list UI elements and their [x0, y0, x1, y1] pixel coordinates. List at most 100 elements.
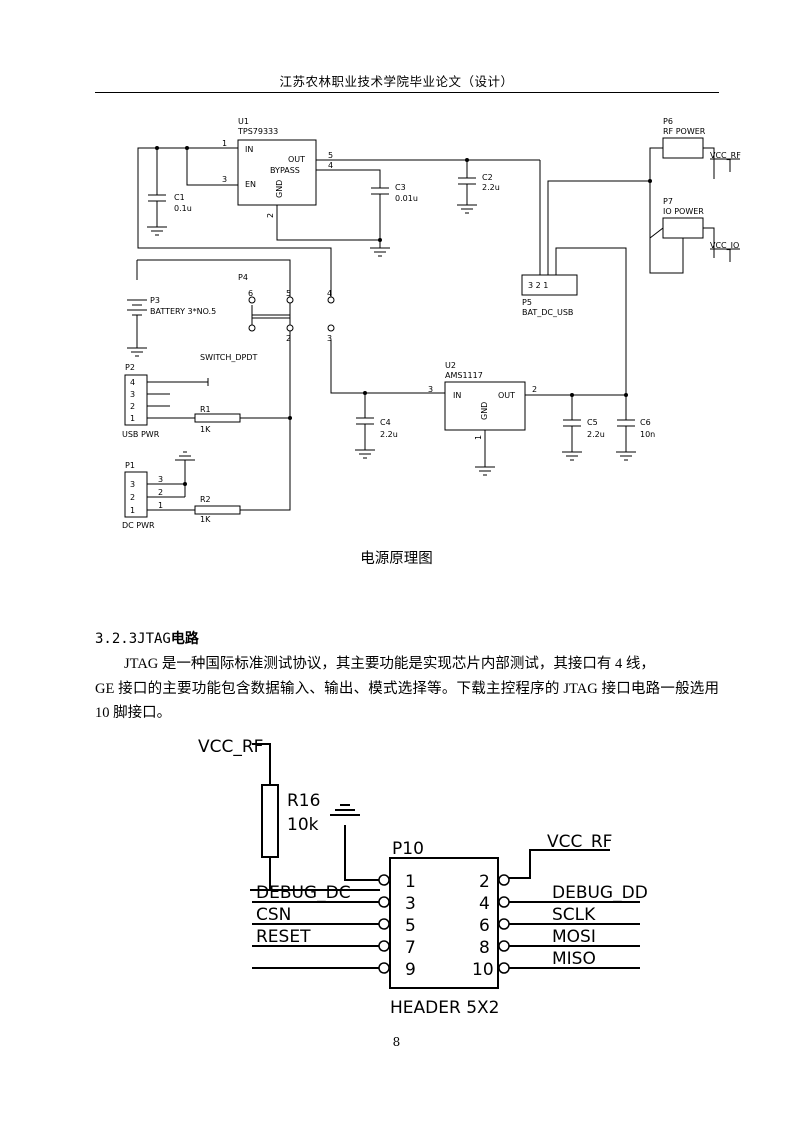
c6-ref: C6 [640, 418, 651, 427]
c2-val: 2.2u [482, 183, 500, 192]
svg-text:2: 2 [130, 402, 135, 411]
p5-pins: 3 2 1 [528, 281, 548, 290]
p4-pin5: 5 [286, 289, 291, 298]
p4-ref: P4 [238, 273, 248, 282]
section-title: 电路 [170, 631, 199, 647]
pin7-terminal [378, 940, 390, 952]
net-debug-dc: DEBUG_DC [256, 883, 351, 903]
p3-ref: P3 [150, 296, 160, 305]
net-sclk: SCLK [552, 905, 596, 925]
pin9-terminal [378, 962, 390, 974]
p10-ref: P10 [392, 839, 424, 859]
r16-resistor [261, 784, 279, 858]
u2-pin3: 3 [428, 385, 433, 394]
p6-name: RF POWER [663, 127, 706, 136]
p4-pin4: 4 [327, 289, 332, 298]
r1-val: 1K [200, 425, 211, 434]
u2-part: AMS1117 [445, 371, 483, 380]
u1-ref: U1 [238, 117, 249, 126]
svg-text:3: 3 [158, 475, 163, 484]
p2-connector [124, 374, 148, 426]
u1-gnd: GND [275, 180, 284, 198]
pin2-terminal [498, 874, 510, 886]
svg-text:1: 1 [158, 501, 163, 510]
p1-name: DC PWR [122, 521, 155, 530]
pin3-label: 3 [405, 894, 416, 914]
page-number: 8 [392, 1035, 401, 1049]
pin4-terminal [498, 896, 510, 908]
u1-part: TPS79333 [237, 127, 278, 136]
svg-text:2: 2 [130, 493, 135, 502]
r16-ref: R16 [287, 791, 320, 811]
p7-connector [662, 217, 704, 239]
c4-val: 2.2u [380, 430, 398, 439]
c5-val: 2.2u [587, 430, 605, 439]
pin7-label: 7 [405, 938, 416, 958]
u1-in: IN [245, 145, 253, 154]
r1-ref: R1 [200, 405, 211, 414]
u1-bypass: BYPASS [270, 166, 300, 175]
u1-out: OUT [288, 155, 305, 164]
c1-ref: C1 [174, 193, 185, 202]
u2-pin2: 2 [532, 385, 537, 394]
vcc-rf-left: VCC_RF [198, 737, 263, 757]
u2-pin1: 1 [474, 435, 483, 440]
p5-connector [521, 274, 578, 296]
p2-name: USB PWR [122, 430, 160, 439]
u1-pin3: 3 [222, 175, 227, 184]
pin4-label: 4 [479, 894, 490, 914]
u2-ref: U2 [445, 361, 456, 370]
p4-pin2: 2 [286, 334, 291, 343]
u1-pin5: 5 [328, 151, 333, 160]
pin2-label: 2 [479, 872, 490, 892]
p7-net: VCC_IO [710, 241, 739, 250]
p6-net: VCC_RF [710, 151, 741, 160]
p1-ref: P1 [125, 461, 135, 470]
pin5-terminal [378, 918, 390, 930]
r2-ref: R2 [200, 495, 211, 504]
r16-val: 10k [287, 815, 319, 835]
p10-header [389, 857, 499, 989]
svg-text:3: 3 [130, 480, 135, 489]
power-schematic: U1 TPS79333 IN EN OUT BYPASS GND 1 3 5 4… [122, 117, 741, 530]
p5-name: BAT_DC_USB [522, 308, 573, 317]
p2-ref: P2 [125, 363, 135, 372]
c3-val: 0.01u [395, 194, 418, 203]
r1-resistor [194, 413, 241, 423]
r2-resistor [194, 505, 241, 515]
p1-connector [124, 471, 148, 518]
p4-pin3: 3 [327, 334, 332, 343]
net-reset: RESET [256, 927, 311, 947]
c2-ref: C2 [482, 173, 493, 182]
pin6-label: 6 [479, 916, 490, 936]
section-heading: 3.2.3JTAG电路 [95, 628, 199, 648]
p4-name: SWITCH_DPDT [200, 353, 258, 362]
c5-ref: C5 [587, 418, 598, 427]
p3-name: BATTERY 3*NO.5 [150, 307, 216, 316]
section-number: 3.2.3JTAG [95, 631, 171, 647]
figure-caption: 电源原理图 [360, 551, 433, 567]
paragraph-2: GE 接口的主要功能包含数据输入、输出、模式选择等。下载主控程序的 JTAG 接… [95, 680, 719, 722]
net-mosi: MOSI [552, 927, 596, 947]
p7-name: IO POWER [663, 207, 704, 216]
pin9-label: 9 [405, 960, 416, 980]
c1-val: 0.1u [174, 204, 192, 213]
net-csn: CSN [256, 905, 291, 925]
vcc-rf-right: VCC_RF [547, 832, 612, 852]
net-debug-dd: DEBUG_DD [552, 883, 648, 903]
jtag-schematic: VCC_RF R16 10k P10 VCC_RF HEADER 5X2 DEB… [198, 737, 648, 1018]
u1-pin1: 1 [222, 139, 227, 148]
p4-pin6: 6 [248, 289, 253, 298]
pin10-terminal [498, 962, 510, 974]
ground-symbols [127, 204, 636, 476]
header-rule [95, 92, 719, 93]
u1-pin2: 2 [266, 213, 275, 218]
svg-text:2: 2 [158, 488, 163, 497]
pin8-terminal [498, 940, 510, 952]
p6-ref: P6 [663, 117, 673, 126]
u2-gnd: GND [480, 402, 489, 420]
body-text: JTAG 是一种国际标准测试协议，其主要功能是实现芯片内部测试，其接口有 4 线… [95, 652, 719, 726]
c4-ref: C4 [380, 418, 391, 427]
p5-ref: P5 [522, 298, 532, 307]
c3-ref: C3 [395, 183, 406, 192]
